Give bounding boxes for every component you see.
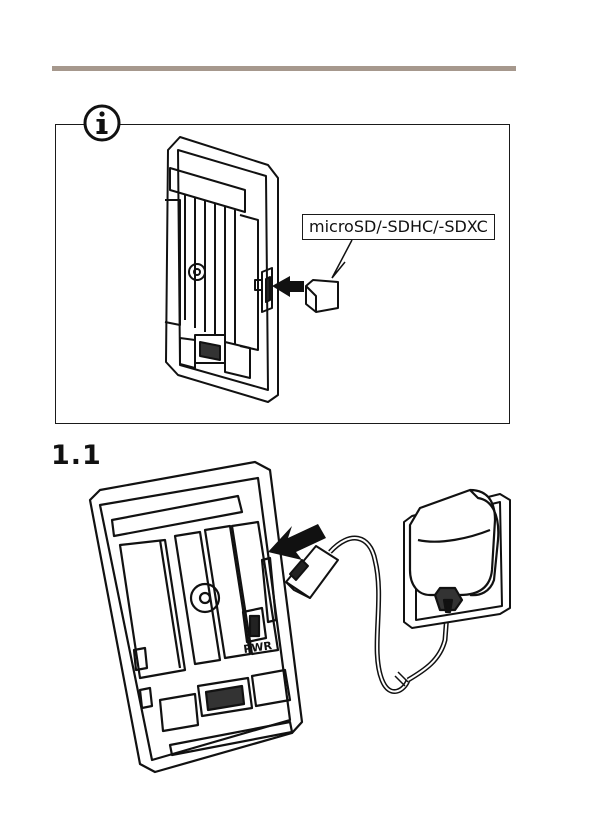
device-power-illustration: PWR (0, 0, 596, 840)
